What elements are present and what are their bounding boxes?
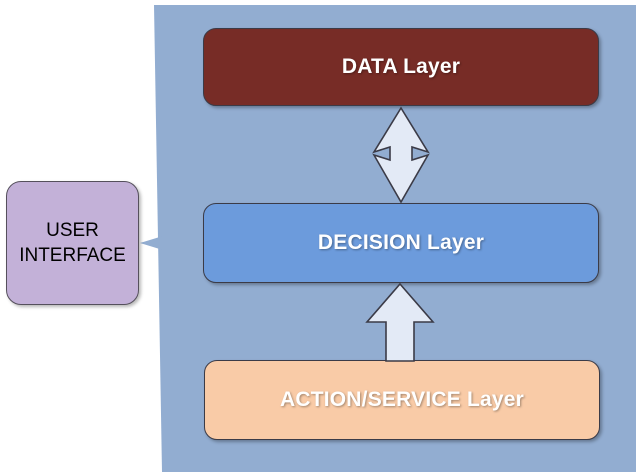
decision-layer-box[interactable]: DECISION Layer xyxy=(203,203,599,283)
decision-layer-label: DECISION Layer xyxy=(317,231,485,254)
action-layer-label: ACTION/SERVICE Layer xyxy=(279,388,524,411)
action-layer-box[interactable]: ACTION/SERVICE Layer xyxy=(204,360,600,440)
data-layer-label: DATA Layer xyxy=(341,55,461,78)
user-interface-label-line1: USER xyxy=(46,220,99,241)
decision-userinterface-arrow xyxy=(140,213,200,273)
data-layer-box[interactable]: DATA Layer xyxy=(203,28,599,106)
user-interface-label-line2: INTERFACE xyxy=(19,245,126,266)
user-interface-box[interactable]: USER INTERFACE xyxy=(6,181,139,305)
